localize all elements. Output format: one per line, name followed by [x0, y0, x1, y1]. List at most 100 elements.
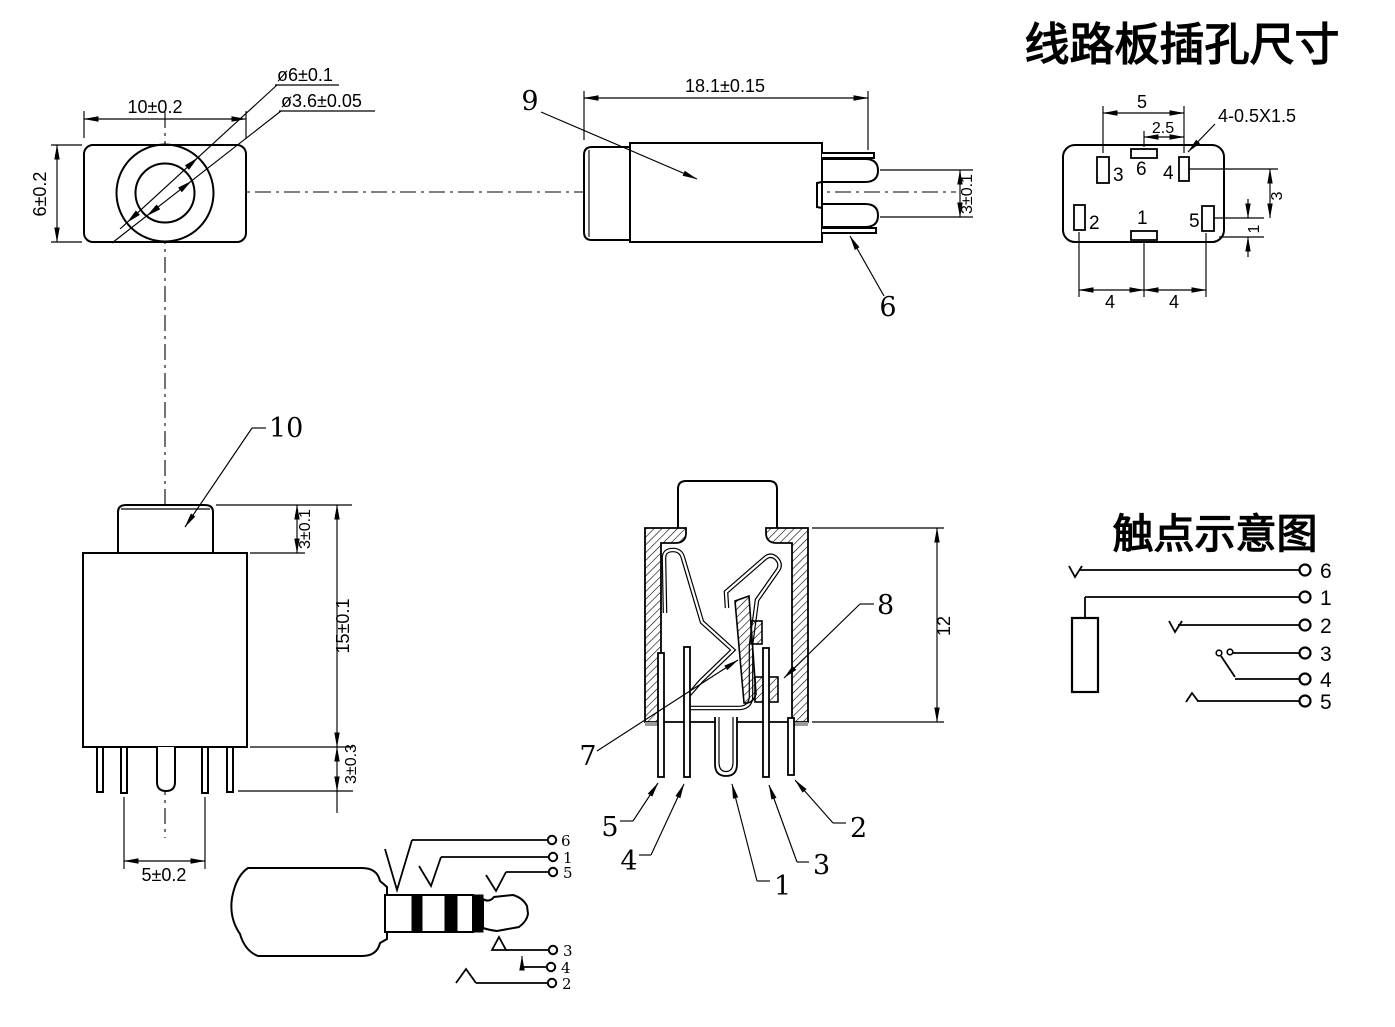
- spring-contact-right: [690, 553, 782, 711]
- plug-terminal-1: [547, 851, 559, 863]
- body-outline: [82, 552, 248, 748]
- contact-diagram: 触点示意图 6 1 2 3 4 5: [1068, 511, 1332, 714]
- side-pin-round-bottom: [821, 203, 880, 228]
- front-outline: [83, 144, 247, 243]
- pad-label-6: 6: [1136, 159, 1147, 180]
- section-terminal-block-upper: [750, 620, 763, 645]
- inner-circle: [134, 162, 196, 224]
- plug-view: 6 1 5 3 4 2: [230, 832, 573, 993]
- terminal-circle-4: [1298, 672, 1312, 686]
- contact-mark-3: [490, 935, 508, 951]
- section-foot-right: [792, 722, 808, 726]
- dim-cap-height: 3±0.1: [297, 509, 314, 549]
- pad-label-1: 1: [1137, 208, 1148, 229]
- body-front-view: 10 3±0.1 15±0.1 3±0.3 5±0.2: [82, 413, 360, 885]
- dim-section-height: 12: [934, 616, 954, 636]
- contact-mark-5: [485, 871, 507, 893]
- plug-tip: [482, 893, 530, 933]
- terminal-circle-1: [1298, 590, 1312, 604]
- section-pin-label-5: 5: [601, 812, 618, 843]
- side-pin-flat-top: [822, 152, 875, 159]
- callout-7: 7: [579, 741, 596, 772]
- contact-pin-5: 5: [1320, 691, 1332, 714]
- outer-circle: [115, 143, 215, 243]
- pad-slot-1: [1130, 230, 1158, 241]
- callout-6: 6: [879, 292, 896, 323]
- body-pin-5: [226, 746, 234, 793]
- plug-insulator-ring-1: [411, 894, 423, 933]
- section-wall-right: [765, 527, 809, 723]
- plug-terminal-4: [545, 961, 557, 973]
- switch-blade: [1220, 655, 1236, 678]
- contact-mark-6: [384, 839, 413, 894]
- plug-insulator-ring-2: [444, 894, 458, 933]
- section-wall-left: [644, 527, 687, 723]
- callout-10: 10: [269, 413, 303, 444]
- section-pin-label-1: 1: [774, 871, 791, 902]
- pad-label-4: 4: [1163, 163, 1174, 184]
- pad-slot-2: [1073, 204, 1086, 231]
- dim-pin-pitch: 5±0.2: [142, 865, 187, 885]
- section-pin-4: [683, 646, 691, 778]
- pcb-hole-view: 线路板插孔尺寸 3 6 4 2 1 5 5 2.5 4-0.5X1.5 3 1: [1024, 19, 1339, 312]
- pad-label-5: 5: [1189, 211, 1200, 232]
- plug-handle: [230, 867, 388, 957]
- section-pin-label-3: 3: [813, 850, 830, 881]
- plug-terminal-2: [546, 977, 558, 989]
- pad-label-2: 2: [1089, 213, 1100, 234]
- wiper-symbol-5: [1185, 691, 1199, 703]
- switch-throw-dot: [1226, 648, 1234, 656]
- dim-pcb-4-right: 4: [1169, 292, 1179, 312]
- dim-pcb-1: 1: [1246, 224, 1263, 233]
- side-body: [629, 142, 823, 243]
- side-flange: [583, 146, 631, 241]
- dim-pcb-2-5: 2.5: [1152, 120, 1174, 137]
- side-pin-flat-bottom: [822, 227, 877, 234]
- sleeve-symbol: [1070, 616, 1100, 694]
- contact-pin-2: 2: [1320, 615, 1332, 638]
- terminal-circle-3: [1298, 646, 1312, 660]
- dim-inner-diameter: ø3.6±0.05: [281, 91, 362, 111]
- section-pin-3: [762, 647, 770, 778]
- callout-9: 9: [521, 86, 538, 117]
- dim-body-height: 15±0.1: [333, 599, 353, 654]
- terminal-circle-2: [1298, 618, 1312, 632]
- body-pin-4: [201, 746, 209, 794]
- body-pin-2: [120, 746, 128, 794]
- dim-pcb-4-left: 4: [1105, 292, 1115, 312]
- terminal-circle-5: [1298, 694, 1312, 708]
- dim-pcb-3: 3: [1269, 191, 1286, 200]
- pcb-view-title: 线路板插孔尺寸: [1024, 19, 1339, 70]
- plug-shaft: [384, 894, 474, 933]
- dim-slot-spec: 4-0.5X1.5: [1218, 106, 1296, 126]
- front-view: 10±0.2 6±0.2 ø6±0.1 ø3.6±0.05: [30, 65, 375, 244]
- section-pin-2: [787, 717, 795, 776]
- dim-side-pin-gap: 3±0.1: [959, 174, 976, 214]
- callout-8: 8: [877, 590, 894, 621]
- section-pin-1-outer: [714, 717, 738, 777]
- body-pin-1: [96, 746, 104, 793]
- section-pin-1-inner: [718, 717, 734, 773]
- dim-outer-diameter: ø6±0.1: [277, 65, 333, 85]
- contact-pin-1: 1: [1320, 587, 1332, 610]
- body-cap: [117, 504, 214, 554]
- switch-pole-dot: [1215, 649, 1223, 657]
- plug-pin-4: 4: [561, 959, 571, 977]
- contact-pin-4: 4: [1320, 669, 1332, 692]
- contact-pin-3: 3: [1320, 643, 1332, 666]
- pad-slot-6: [1130, 148, 1158, 159]
- dim-front-width: 10±0.2: [128, 97, 183, 117]
- section-foot-left: [645, 722, 661, 726]
- contact-pin-6: 6: [1320, 560, 1332, 583]
- plug-pin-1: 1: [563, 849, 573, 867]
- plug-terminal-5: [547, 866, 559, 878]
- plug-pin-5: 5: [563, 864, 573, 882]
- terminal-circle-6: [1298, 563, 1312, 577]
- plug-terminal-3: [547, 944, 559, 956]
- pad-label-3: 3: [1113, 165, 1124, 186]
- section-cap: [677, 480, 778, 528]
- section-pin-label-2: 2: [850, 813, 867, 844]
- side-pin-round-top: [821, 158, 880, 183]
